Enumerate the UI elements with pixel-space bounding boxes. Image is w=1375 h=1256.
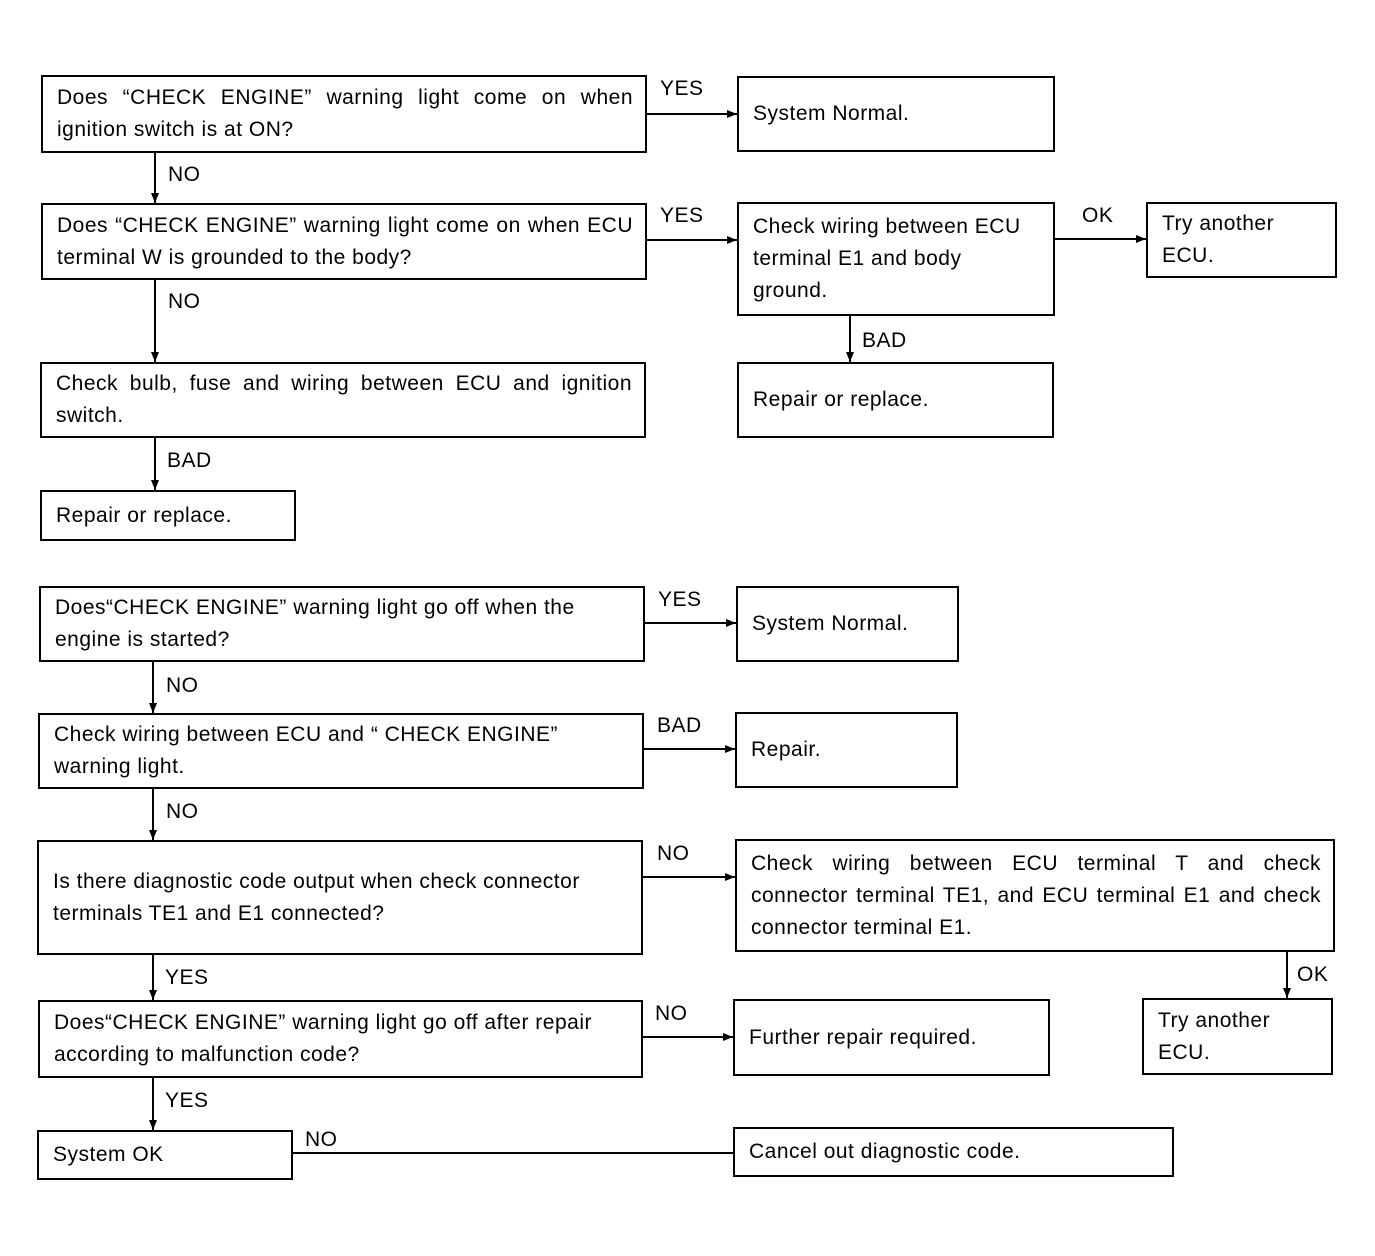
action-repair-or-replace-left: Repair or replace. <box>40 490 296 541</box>
result-further-repair-required: Further repair required. <box>733 999 1050 1076</box>
action-cancel-diagnostic-code: Cancel out diagnostic code. <box>733 1127 1174 1177</box>
label-yes-2: YES <box>660 204 704 227</box>
question-terminal-w-grounded: Does “CHECK ENGINE” warning light come o… <box>41 203 647 280</box>
action-check-wiring-t-te1: Check wiring between ECU terminal T and … <box>735 839 1335 952</box>
label-no-2: NO <box>168 290 201 313</box>
label-yes-4: YES <box>165 966 209 989</box>
label-ok-1: OK <box>1082 204 1114 227</box>
action-repair: Repair. <box>735 712 958 788</box>
label-bad-3: BAD <box>657 714 702 737</box>
label-yes-1: YES <box>660 77 704 100</box>
action-check-wiring-e1: Check wiring between ECU terminal E1 and… <box>737 202 1055 316</box>
action-check-bulb-fuse: Check bulb, fuse and wiring between ECU … <box>40 362 646 438</box>
question-diagnostic-code-output: Is there diagnostic code output when che… <box>37 840 643 955</box>
action-try-another-ecu-2: Try another ECU. <box>1142 998 1333 1075</box>
label-no-5: NO <box>657 842 690 865</box>
question-goes-off-after-repair: Does“CHECK ENGINE” warning light go off … <box>38 1000 643 1078</box>
label-no-4: NO <box>166 800 199 823</box>
label-bad-2: BAD <box>167 449 212 472</box>
label-no-6: NO <box>655 1002 688 1025</box>
label-ok-2: OK <box>1297 963 1329 986</box>
result-system-ok: System OK <box>37 1130 293 1180</box>
label-no-3: NO <box>166 674 199 697</box>
label-yes-3: YES <box>658 588 702 611</box>
result-system-normal-1: System Normal. <box>737 76 1055 152</box>
action-repair-or-replace-right: Repair or replace. <box>737 362 1054 438</box>
action-try-another-ecu-1: Try another ECU. <box>1146 202 1337 278</box>
action-check-wiring-light: Check wiring between ECU and “ CHECK ENG… <box>38 713 644 789</box>
label-yes-5: YES <box>165 1089 209 1112</box>
result-system-normal-2: System Normal. <box>736 586 959 662</box>
label-bad-1: BAD <box>862 329 907 352</box>
question-check-engine-on: Does “CHECK ENGINE” warning light come o… <box>41 75 647 153</box>
question-goes-off-when-started: Does“CHECK ENGINE” warning light go off … <box>39 586 645 662</box>
label-no-7: NO <box>305 1128 338 1151</box>
label-no-1: NO <box>168 163 201 186</box>
